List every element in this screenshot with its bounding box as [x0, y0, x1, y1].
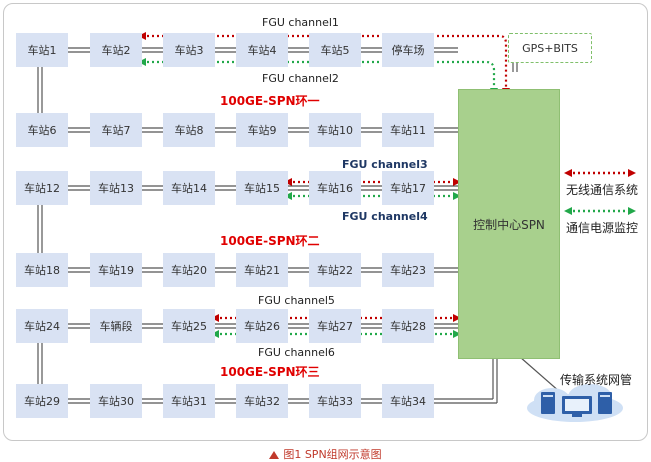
caption-triangle-icon: [269, 451, 280, 459]
station-r2-2: 车站7: [90, 113, 142, 147]
station-r5-3: 车站25: [163, 309, 215, 343]
station-r3-4: 车站15: [236, 171, 288, 205]
station-r1-4: 车站4: [236, 33, 288, 67]
station-r5-6: 车站28: [382, 309, 434, 343]
station-r3-5: 车站16: [309, 171, 361, 205]
station-r4-4: 车站21: [236, 253, 288, 287]
station-r2-4: 车站9: [236, 113, 288, 147]
network-cloud-icon: [527, 384, 623, 422]
station-r5-2: 车辆段: [90, 309, 142, 343]
gps-bits-box: GPS+BITS: [508, 33, 592, 63]
station-r6-6: 车站34: [382, 384, 434, 418]
ring2-label: 100GE-SPN环二: [220, 234, 320, 248]
control-center-spn: 控制中心SPN: [458, 89, 560, 359]
station-r1-1: 车站1: [16, 33, 68, 67]
station-r6-3: 车站31: [163, 384, 215, 418]
station-r6-1: 车站29: [16, 384, 68, 418]
fgu-channel1-label: FGU channel1: [262, 16, 339, 29]
nms-link: [519, 356, 561, 393]
station-r3-1: 车站12: [16, 171, 68, 205]
station-r2-3: 车站8: [163, 113, 215, 147]
nms-label: 传输系统网管: [560, 373, 633, 387]
station-r2-5: 车站10: [309, 113, 361, 147]
station-r4-1: 车站18: [16, 253, 68, 287]
station-r3-2: 车站13: [90, 171, 142, 205]
station-r6-2: 车站30: [90, 384, 142, 418]
station-r2-6: 车站11: [382, 113, 434, 147]
ring3-label: 100GE-SPN环三: [220, 365, 320, 379]
fgu-channel2-path: [138, 58, 498, 96]
station-r5-1: 车站24: [16, 309, 68, 343]
station-r4-2: 车站19: [90, 253, 142, 287]
fgu-channel5-label: FGU channel5: [258, 294, 335, 307]
legend-power-label: 通信电源监控: [566, 221, 639, 235]
station-r1-6: 停车场: [382, 33, 434, 67]
station-r6-4: 车站32: [236, 384, 288, 418]
fgu-channel4-label: FGU channel4: [342, 210, 428, 223]
station-r4-3: 车站20: [163, 253, 215, 287]
fgu-channel6-label: FGU channel6: [258, 346, 335, 359]
station-r1-5: 车站5: [309, 33, 361, 67]
ring1-label: 100GE-SPN环一: [220, 94, 320, 108]
fgu-channel3-label: FGU channel3: [342, 158, 428, 171]
ring-vertical-links: [37, 67, 43, 384]
station-r4-6: 车站23: [382, 253, 434, 287]
fgu-channel2-label: FGU channel2: [262, 72, 339, 85]
station-r4-5: 车站22: [309, 253, 361, 287]
station-r5-4: 车站26: [236, 309, 288, 343]
station-r2-1: 车站6: [16, 113, 68, 147]
station-r3-6: 车站17: [382, 171, 434, 205]
station-r3-3: 车站14: [163, 171, 215, 205]
station-r6-5: 车站33: [309, 384, 361, 418]
station-r1-3: 车站3: [163, 33, 215, 67]
station-r1-2: 车站2: [90, 33, 142, 67]
station-r5-5: 车站27: [309, 309, 361, 343]
figure-caption: 图1 SPN组网示意图: [0, 446, 651, 462]
legend-wireless-label: 无线通信系统: [566, 183, 639, 197]
